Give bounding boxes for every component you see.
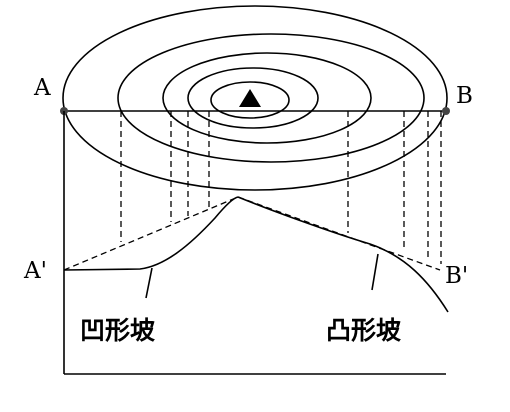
concave-slope-label: 凹形坡 — [80, 316, 155, 345]
triangle-summit-icon — [239, 89, 261, 107]
convex-slope-label: 凸形坡 — [326, 316, 401, 345]
dot-icon — [442, 107, 450, 115]
concave-label-leader — [145, 267, 153, 299]
convex-slope-curve — [237, 196, 449, 313]
point-a-label: A — [33, 75, 51, 101]
contour-lines — [62, 5, 448, 191]
concave-slope-curve — [63, 196, 239, 271]
contour-line-3 — [162, 52, 372, 144]
contour-line-4 — [187, 67, 319, 129]
point-a-prime-label: A' — [23, 258, 47, 284]
point-b-prime-label: B' — [445, 263, 468, 289]
point-b-label: B — [456, 83, 473, 109]
straight-reference-right — [237, 196, 441, 271]
projection-lines — [120, 111, 442, 264]
contour-line-2 — [117, 33, 425, 163]
straight-reference-left — [63, 196, 239, 271]
contour-line-1 — [62, 5, 448, 191]
convex-label-leader — [371, 253, 379, 291]
contour-line-5 — [210, 81, 290, 119]
